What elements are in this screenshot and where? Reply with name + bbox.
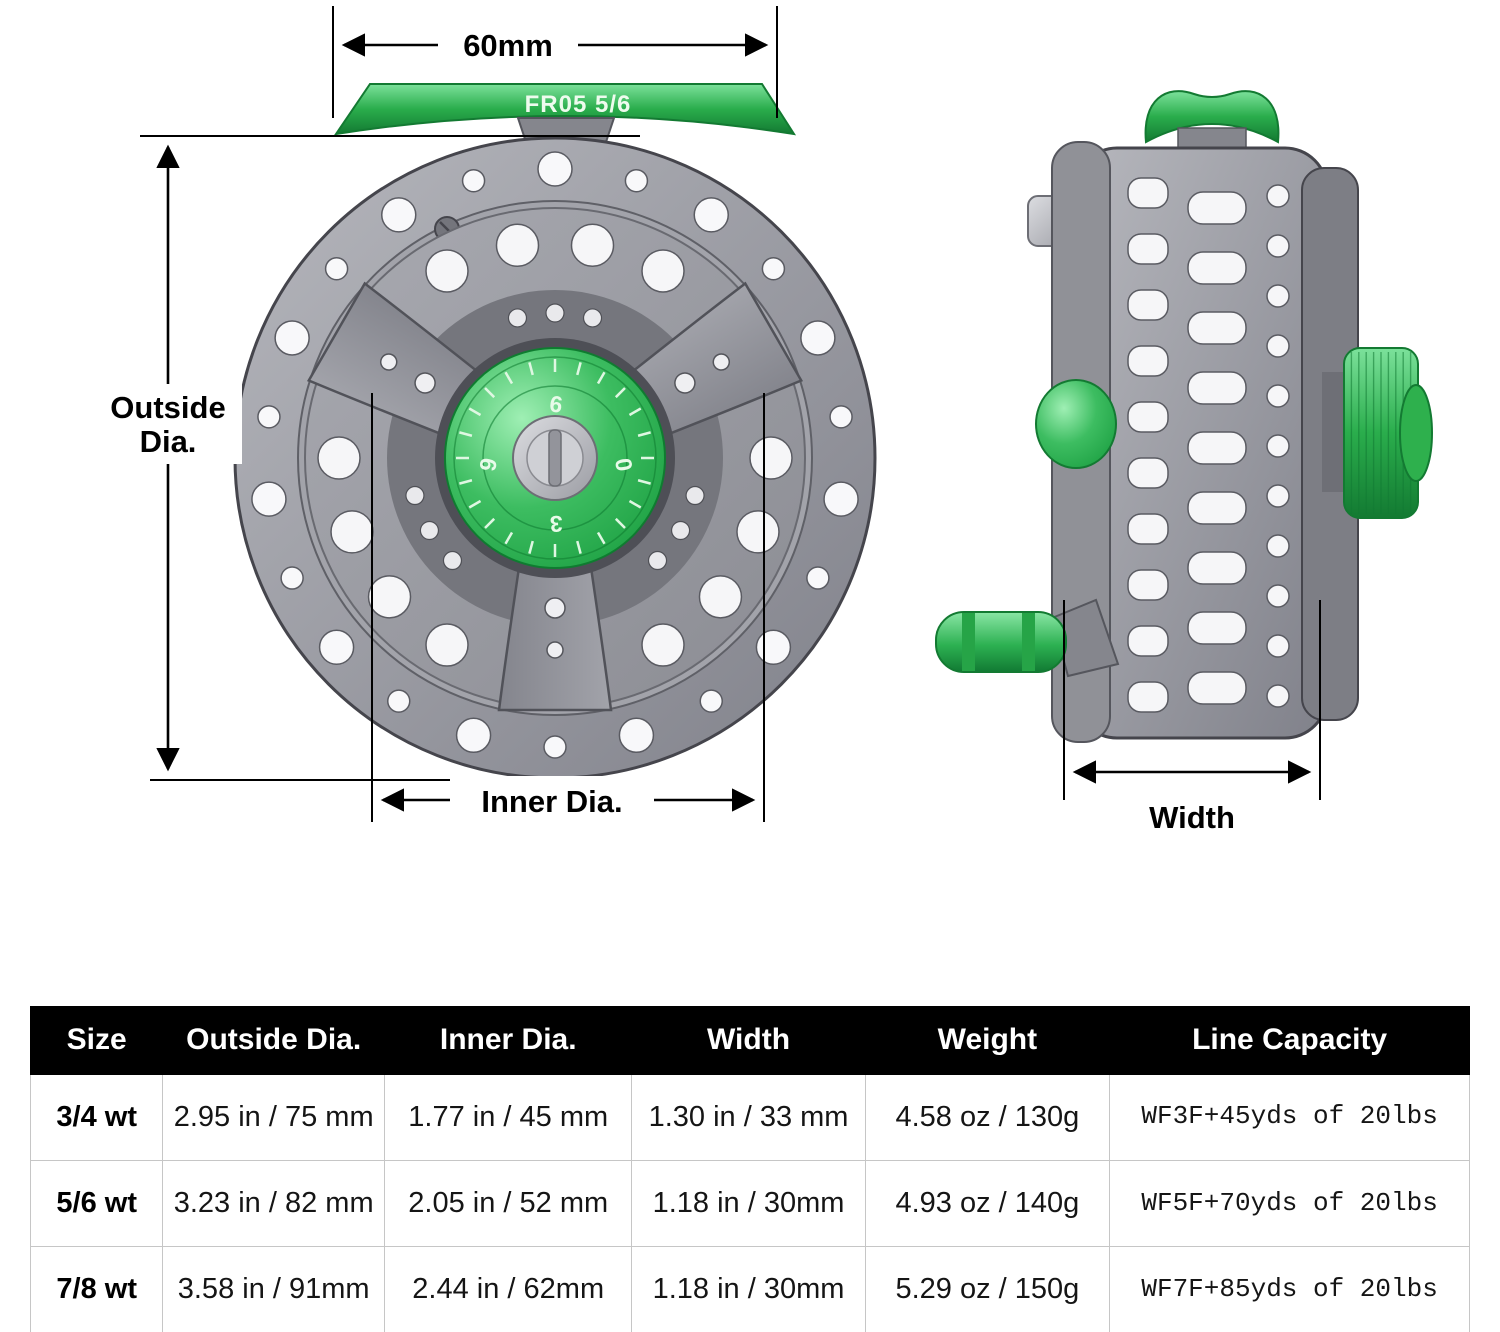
spool-holes [317, 223, 793, 667]
dial-number: 0 [610, 456, 638, 473]
handle-knob-side [1035, 379, 1117, 469]
dial-number: 9 [474, 456, 502, 473]
drag-dial-hub: 6 9 0 3 [435, 338, 675, 578]
header-line-capacity: Line Capacity [1109, 1006, 1470, 1075]
side-reel-foot [1144, 90, 1280, 144]
dim-inner-label: Inner Dia. [481, 784, 622, 819]
crank-handle [935, 598, 1120, 678]
header-width: Width [631, 1006, 866, 1075]
table-row: 3/4 wt 2.95 in / 75 mm 1.77 in / 45 mm 1… [29, 1073, 1470, 1161]
cell-size: 7/8 wt [29, 1246, 164, 1332]
cell-line-capacity: WF5F+70yds of 20lbs [1109, 1159, 1470, 1248]
cell-inner-dia: 2.05 in / 52 mm [383, 1159, 633, 1248]
cell-inner-dia: 1.77 in / 45 mm [383, 1073, 633, 1161]
cell-outside-dia: 2.95 in / 75 mm [162, 1073, 385, 1161]
cell-weight: 4.93 oz / 140g [864, 1159, 1111, 1248]
spec-table: Size Outside Dia. Inner Dia. Width Weigh… [29, 1006, 1470, 1332]
cell-weight: 4.58 oz / 130g [864, 1073, 1111, 1161]
header-inner-dia: Inner Dia. [383, 1006, 633, 1075]
cell-size: 3/4 wt [29, 1073, 164, 1161]
reel-foot [333, 83, 797, 136]
cell-line-capacity: WF7F+85yds of 20lbs [1109, 1246, 1470, 1332]
reel-side-view [935, 90, 1433, 743]
cell-width: 1.18 in / 30mm [631, 1159, 866, 1248]
table-header-row: Size Outside Dia. Inner Dia. Width Weigh… [29, 1006, 1470, 1075]
drum-vent-slots [1127, 177, 1290, 713]
dial-number: 6 [548, 390, 564, 418]
dial-number: 3 [549, 511, 563, 537]
screw-slot [548, 429, 562, 487]
inner-holes [405, 303, 705, 571]
cell-inner-dia: 2.44 in / 62mm [383, 1246, 633, 1332]
cell-line-capacity: WF3F+45yds of 20lbs [1109, 1073, 1470, 1161]
dim-60mm-label: 60mm [463, 28, 553, 63]
table-row: 5/6 wt 3.23 in / 82 mm 2.05 in / 52 mm 1… [29, 1159, 1470, 1248]
table-row: 7/8 wt 3.58 in / 91mm 2.44 in / 62mm 1.1… [29, 1246, 1470, 1332]
spec-table-section: Size Outside Dia. Inner Dia. Width Weigh… [29, 1006, 1470, 1332]
cell-width: 1.30 in / 33 mm [631, 1073, 866, 1161]
dimension-60mm: 60mm [332, 6, 778, 118]
dial-tick-marks [456, 359, 654, 557]
cell-size: 5/6 wt [29, 1159, 164, 1248]
header-outside-dia: Outside Dia. [162, 1006, 385, 1075]
header-size: Size [29, 1006, 164, 1075]
reel-front-view: FR05 5/6 [233, 83, 877, 780]
cell-weight: 5.29 oz / 150g [864, 1246, 1111, 1332]
header-weight: Weight [864, 1006, 1111, 1075]
dim-outside-label-line1: Outside [110, 390, 225, 425]
cell-outside-dia: 3.23 in / 82 mm [162, 1159, 385, 1248]
dim-width-label: Width [1149, 800, 1235, 835]
rim-holes [251, 151, 859, 759]
drag-knob [1322, 347, 1433, 519]
dim-outside-label-line2: Dia. [140, 424, 197, 459]
knurl-texture [1350, 352, 1412, 514]
cell-outside-dia: 3.58 in / 91mm [162, 1246, 385, 1332]
cell-width: 1.18 in / 30mm [631, 1246, 866, 1332]
reel-diagram: FR05 5/6 [110, 6, 1433, 835]
dimension-inner-dia: Inner Dia. [371, 393, 765, 824]
spool-spokes [306, 281, 804, 712]
dimension-width: Width [1063, 600, 1321, 835]
model-label: FR05 5/6 [525, 91, 632, 118]
